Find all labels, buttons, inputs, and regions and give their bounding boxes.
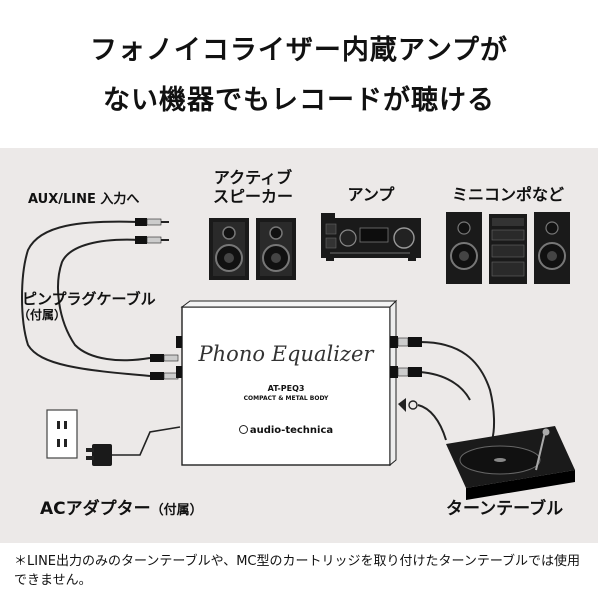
headline-line-1: フォノイコライザー内蔵アンプが xyxy=(89,35,509,66)
amplifier-image xyxy=(321,213,421,261)
rca-plugs-right xyxy=(397,337,422,377)
device-brand-logo: audio-technica xyxy=(182,425,390,436)
header-area: フォノイコライザー内蔵アンプが ない機器でもレコードが聴ける xyxy=(0,0,598,148)
turntable-cable xyxy=(417,341,496,441)
rca-plugs-top xyxy=(135,218,169,244)
turntable-label: ターンテーブル xyxy=(446,499,564,519)
device-script-title: Phono Equalizer xyxy=(198,342,374,366)
footer-area xyxy=(0,543,598,598)
ac-adapter-label: ACアダプター（付属） xyxy=(40,494,203,519)
active-speaker-label-line-2: スピーカー xyxy=(212,187,293,206)
active-speaker-right xyxy=(256,218,296,280)
phono-equalizer-unit xyxy=(176,299,418,467)
pin-plug-cable xyxy=(21,220,151,377)
ac-adapter xyxy=(86,426,181,466)
ac-adapter-label-text: ACアダプター xyxy=(40,499,151,519)
ac-adapter-sublabel: （付属） xyxy=(150,503,203,518)
rca-plugs-bottom xyxy=(150,354,179,380)
ac-outlet xyxy=(46,409,78,459)
device-model: AT-PEQ3 xyxy=(267,384,305,393)
active-speaker-left xyxy=(209,218,249,280)
device-brand-text: audio-technica xyxy=(249,425,334,436)
aux-line-label: AUX/LINE 入力へ xyxy=(28,192,140,207)
headline-line-2: ない機器でもレコードが聴ける xyxy=(103,85,495,116)
brand-mark-icon xyxy=(238,425,248,434)
active-speaker-label-line-1: アクティブ xyxy=(213,168,293,187)
amp-label: アンプ xyxy=(347,185,395,204)
pin-plug-cable-sublabel: （付属） xyxy=(18,308,67,322)
device-tagline: COMPACT & METAL BODY xyxy=(243,395,329,402)
footnote: ＊LINE出力のみのターンテーブルや、MC型のカートリッジを取り付けたターンテー… xyxy=(14,554,581,588)
pin-plug-cable-label: ピンプラグケーブル xyxy=(22,290,156,308)
minicompo-label: ミニコンポなど xyxy=(451,185,564,204)
minicompo-image xyxy=(446,212,570,284)
turntable-image xyxy=(446,426,575,500)
